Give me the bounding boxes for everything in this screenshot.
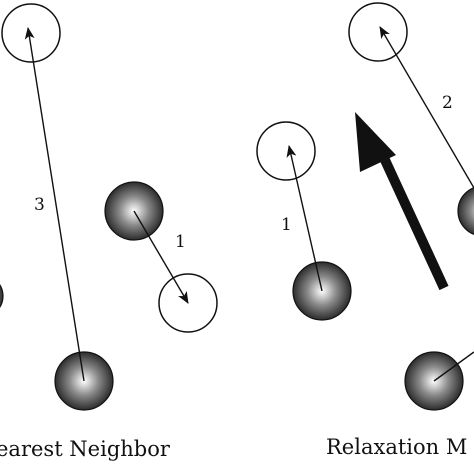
direction-arrow-head [355, 112, 396, 172]
arrow-short [133, 210, 189, 304]
arrow-to-top-target [379, 26, 474, 189]
target-circle-middle [256, 121, 316, 181]
particle-sphere-edge [0, 284, 4, 308]
edge-label-3: 3 [34, 195, 45, 215]
edge-label-1-left: 1 [175, 232, 186, 252]
edge-label-2: 2 [442, 93, 453, 113]
particle-sphere-right-edge [457, 187, 474, 235]
panel-left: 3 1 earest Neighbor [0, 3, 218, 461]
arrow-from-bottom-right [433, 351, 474, 382]
caption-relaxation-method: Relaxation M [326, 435, 467, 459]
caption-nearest-neighbor: earest Neighbor [0, 437, 171, 461]
edge-label-1-right: 1 [281, 215, 292, 235]
panel-right: 2 1 Relaxation M [256, 2, 474, 459]
target-circle-top [348, 2, 408, 62]
direction-arrow-shaft [380, 157, 449, 291]
arrow-long [24, 27, 85, 382]
arrow-to-middle-target [286, 145, 323, 292]
target-circle-top-left [1, 3, 61, 63]
